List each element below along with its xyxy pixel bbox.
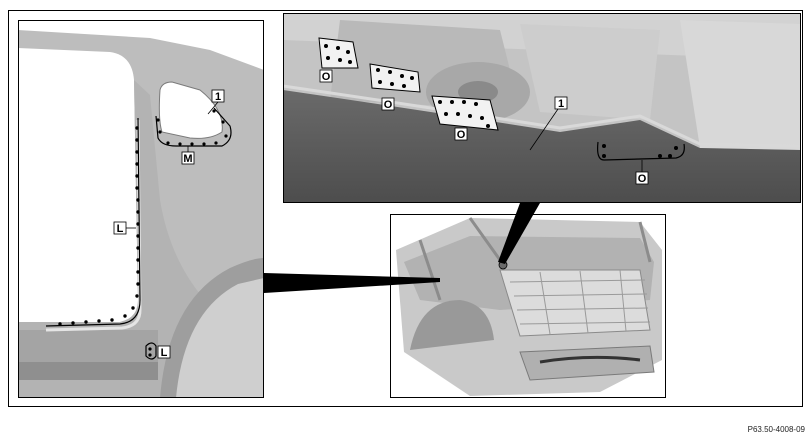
weld-group-o4 — [597, 141, 685, 161]
detail-panel — [283, 13, 801, 203]
callout-1-detail: 1 — [529, 96, 568, 151]
figure-frame — [8, 10, 803, 407]
svg-text:O: O — [457, 129, 466, 141]
callout-o4: O — [635, 160, 649, 185]
weld-group-o1 — [318, 37, 359, 69]
callout-o3: O — [454, 127, 468, 141]
svg-text:O: O — [322, 71, 331, 83]
connector-to-detail — [498, 203, 540, 264]
callout-o1: O — [319, 69, 333, 83]
side-wall-panel — [18, 20, 264, 398]
callout-o2: O — [381, 97, 395, 111]
figure-id: P63.50-4008-09 — [747, 425, 805, 434]
weld-group-o3 — [431, 95, 499, 131]
weld-group-o2 — [369, 63, 421, 93]
callout-l: L — [113, 221, 136, 235]
svg-text:L: L — [161, 347, 168, 359]
svg-text:L: L — [117, 223, 124, 235]
svg-text:1: 1 — [215, 91, 221, 103]
callout-1-side: 1 — [207, 89, 225, 115]
svg-text:O: O — [384, 99, 393, 111]
callout-m: M — [181, 146, 195, 165]
connector-to-side — [264, 273, 440, 293]
callout-l-bottom: L — [157, 345, 171, 359]
svg-text:M: M — [183, 153, 192, 165]
svg-text:1: 1 — [558, 98, 564, 110]
svg-text:O: O — [638, 173, 647, 185]
vehicle-overview-panel — [390, 214, 666, 398]
